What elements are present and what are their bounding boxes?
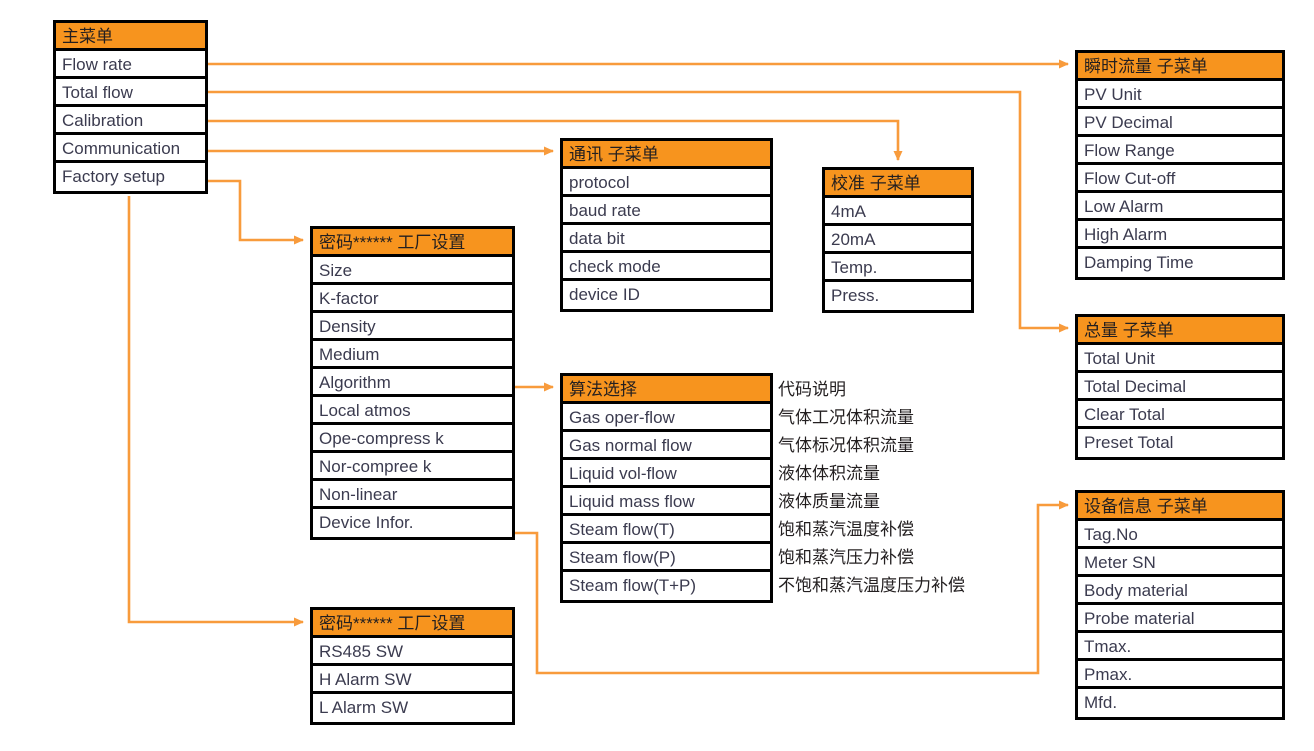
device-info-submenu-header: 设备信息 子菜单: [1078, 493, 1282, 521]
factory-setup-box-2: 密码****** 工厂设置 RS485 SW H Alarm SW L Alar…: [310, 607, 515, 725]
menu-item-steam-flow-t[interactable]: Steam flow(T): [563, 516, 770, 544]
menu-item-device-infor[interactable]: Device Infor.: [313, 509, 512, 537]
algorithm-submenu-box: 算法选择 Gas oper-flow Gas normal flow Liqui…: [560, 373, 773, 603]
menu-item-l-alarm-sw[interactable]: L Alarm SW: [313, 694, 512, 722]
menu-item-liquid-vol-flow[interactable]: Liquid vol-flow: [563, 460, 770, 488]
algorithm-note-steam-flow-p: 饱和蒸汽压力补偿: [778, 548, 914, 567]
algorithm-submenu-header: 算法选择: [563, 376, 770, 404]
menu-item-check-mode[interactable]: check mode: [563, 253, 770, 281]
menu-item-20ma[interactable]: 20mA: [825, 226, 971, 254]
menu-item-pv-decimal[interactable]: PV Decimal: [1078, 109, 1282, 137]
menu-item-probe-material[interactable]: Probe material: [1078, 605, 1282, 633]
calibration-submenu-box: 校准 子菜单 4mA 20mA Temp. Press.: [822, 167, 974, 313]
menu-item-preset-total[interactable]: Preset Total: [1078, 429, 1282, 457]
factory-setup-box-1: 密码****** 工厂设置 Size K-factor Density Medi…: [310, 226, 515, 540]
factory-setup-1-header: 密码****** 工厂设置: [313, 229, 512, 257]
menu-item-rs485-sw[interactable]: RS485 SW: [313, 638, 512, 666]
algorithm-note-liquid-vol-flow: 液体体积流量: [778, 464, 880, 483]
menu-item-flow-cut-off[interactable]: Flow Cut-off: [1078, 165, 1282, 193]
menu-item-temp[interactable]: Temp.: [825, 254, 971, 282]
menu-item-mfd[interactable]: Mfd.: [1078, 689, 1282, 717]
menu-item-gas-normal-flow[interactable]: Gas normal flow: [563, 432, 770, 460]
wire-calibration: [188, 119, 903, 161]
menu-item-low-alarm[interactable]: Low Alarm: [1078, 193, 1282, 221]
menu-item-nor-compree-k[interactable]: Nor-compree k: [313, 453, 512, 481]
menu-item-size[interactable]: Size: [313, 257, 512, 285]
menu-item-baud-rate[interactable]: baud rate: [563, 197, 770, 225]
menu-item-density[interactable]: Density: [313, 313, 512, 341]
menu-item-algorithm[interactable]: Algorithm: [313, 369, 512, 397]
menu-item-communication[interactable]: Communication: [56, 135, 205, 163]
main-menu-header: 主菜单: [56, 23, 205, 51]
total-flow-submenu-box: 总量 子菜单 Total Unit Total Decimal Clear To…: [1075, 314, 1285, 460]
menu-item-flow-range[interactable]: Flow Range: [1078, 137, 1282, 165]
algorithm-note-liquid-mass-flow: 液体质量流量: [778, 492, 880, 511]
algorithm-note-gas-normal-flow: 气体标况体积流量: [778, 436, 914, 455]
menu-item-total-unit[interactable]: Total Unit: [1078, 345, 1282, 373]
flow-rate-submenu-box: 瞬时流量 子菜单 PV Unit PV Decimal Flow Range F…: [1075, 50, 1285, 280]
menu-item-h-alarm-sw[interactable]: H Alarm SW: [313, 666, 512, 694]
menu-item-pmax[interactable]: Pmax.: [1078, 661, 1282, 689]
communication-submenu-header: 通讯 子菜单: [563, 141, 770, 169]
calibration-submenu-header: 校准 子菜单: [825, 170, 971, 198]
menu-item-k-factor[interactable]: K-factor: [313, 285, 512, 313]
menu-item-steam-flow-tp[interactable]: Steam flow(T+P): [563, 572, 770, 600]
total-flow-submenu-header: 总量 子菜单: [1078, 317, 1282, 345]
menu-item-local-atmos[interactable]: Local atmos: [313, 397, 512, 425]
factory-setup-2-header: 密码****** 工厂设置: [313, 610, 512, 638]
menu-item-medium[interactable]: Medium: [313, 341, 512, 369]
menu-item-damping-time[interactable]: Damping Time: [1078, 249, 1282, 277]
flow-rate-submenu-header: 瞬时流量 子菜单: [1078, 53, 1282, 81]
algorithm-notes-header: 代码说明: [778, 380, 846, 399]
menu-item-total-flow[interactable]: Total flow: [56, 79, 205, 107]
menu-item-factory-setup[interactable]: Factory setup: [56, 163, 205, 191]
menu-item-steam-flow-p[interactable]: Steam flow(P): [563, 544, 770, 572]
algorithm-note-steam-flow-tp: 不饱和蒸汽温度压力补偿: [778, 576, 965, 595]
wire-factory-setup-2: [127, 196, 304, 627]
device-info-submenu-box: 设备信息 子菜单 Tag.No Meter SN Body material P…: [1075, 490, 1285, 720]
algorithm-notes-column: 代码说明 气体工况体积流量 气体标况体积流量 液体体积流量 液体质量流量 饱和蒸…: [778, 376, 965, 600]
menu-item-high-alarm[interactable]: High Alarm: [1078, 221, 1282, 249]
communication-submenu-box: 通讯 子菜单 protocol baud rate data bit check…: [560, 138, 773, 312]
menu-item-body-material[interactable]: Body material: [1078, 577, 1282, 605]
menu-item-device-id[interactable]: device ID: [563, 281, 770, 309]
menu-item-liquid-mass-flow[interactable]: Liquid mass flow: [563, 488, 770, 516]
menu-item-meter-sn[interactable]: Meter SN: [1078, 549, 1282, 577]
main-menu-box: 主菜单 Flow rate Total flow Calibration Com…: [53, 20, 208, 194]
menu-item-tmax[interactable]: Tmax.: [1078, 633, 1282, 661]
menu-item-4ma[interactable]: 4mA: [825, 198, 971, 226]
menu-item-protocol[interactable]: protocol: [563, 169, 770, 197]
menu-item-clear-total[interactable]: Clear Total: [1078, 401, 1282, 429]
algorithm-note-gas-oper-flow: 气体工况体积流量: [778, 408, 914, 427]
menu-item-data-bit[interactable]: data bit: [563, 225, 770, 253]
menu-item-pv-unit[interactable]: PV Unit: [1078, 81, 1282, 109]
menu-item-total-decimal[interactable]: Total Decimal: [1078, 373, 1282, 401]
menu-item-calibration[interactable]: Calibration: [56, 107, 205, 135]
menu-item-non-linear[interactable]: Non-linear: [313, 481, 512, 509]
menu-item-ope-compress-k[interactable]: Ope-compress k: [313, 425, 512, 453]
algorithm-note-steam-flow-t: 饱和蒸汽温度补偿: [778, 520, 914, 539]
menu-item-press[interactable]: Press.: [825, 282, 971, 310]
menu-item-tag-no[interactable]: Tag.No: [1078, 521, 1282, 549]
menu-item-flow-rate[interactable]: Flow rate: [56, 51, 205, 79]
menu-item-gas-oper-flow[interactable]: Gas oper-flow: [563, 404, 770, 432]
